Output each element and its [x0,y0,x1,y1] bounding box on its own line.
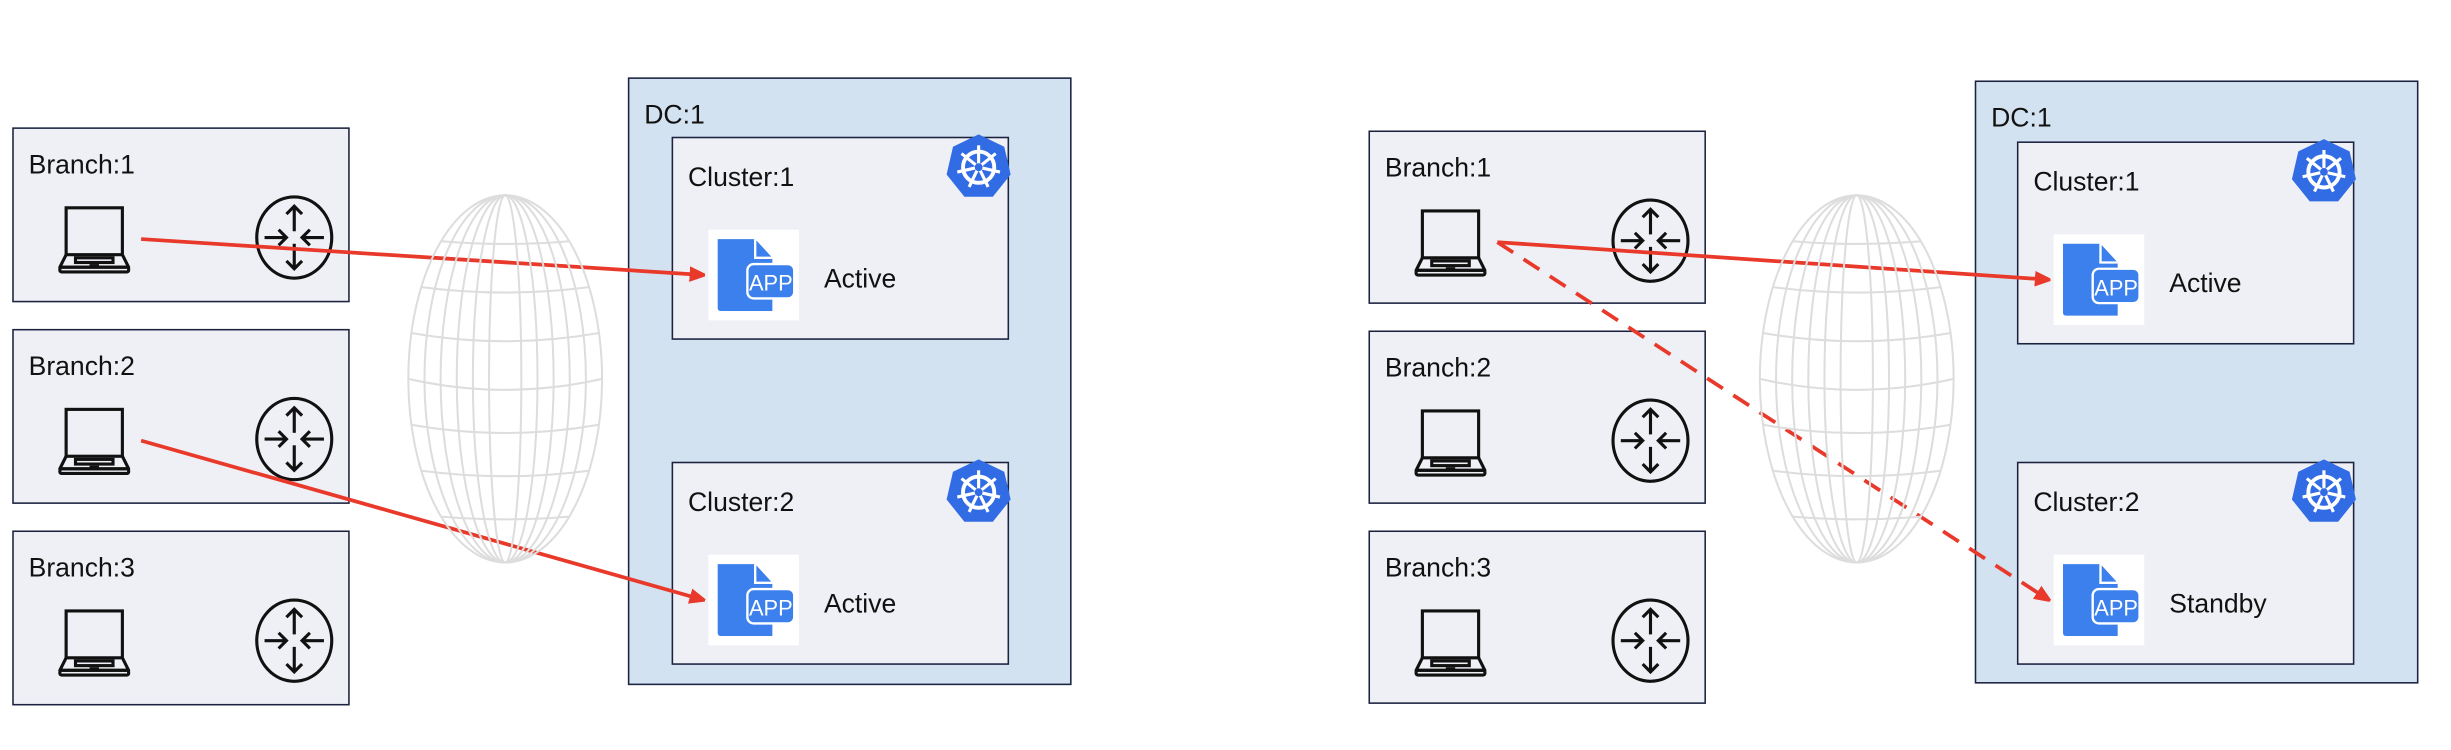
app-label: APP [749,596,793,621]
kubernetes-icon [2291,139,2356,202]
branch-label: Branch:2 [1385,353,1491,383]
laptop-icon [1414,409,1487,477]
branch-box: Branch:3 [1368,530,1706,704]
cluster-label: Cluster:1 [688,162,794,192]
cluster-label: Cluster:2 [688,487,794,517]
kubernetes-icon [946,134,1011,197]
router-icon [1611,598,1690,683]
kubernetes-icon [2291,459,2356,522]
datacenter-label: DC:1 [644,99,704,129]
branch-box: Branch:2 [1368,330,1706,504]
laptop-icon [1414,609,1487,677]
globe-icon [407,194,604,564]
app-file-icon: APP [708,554,799,646]
app-label: APP [2094,275,2138,300]
cluster-status: Active [824,589,896,619]
branch-label: Branch:1 [29,149,135,179]
branch-label: Branch:3 [1385,553,1491,583]
datacenter-label: DC:1 [1991,103,2051,133]
cluster-label: Cluster:2 [2033,487,2139,517]
router-icon [255,598,334,683]
cluster-status: Standby [2169,589,2267,619]
branch-box: Branch:3 [12,530,350,706]
active-connection-arrow [1497,240,2049,280]
app-file-icon: APP [2053,234,2145,325]
app-file-icon: APP [2053,554,2145,646]
kubernetes-icon [946,459,1011,522]
branch-box: Branch:2 [12,328,350,504]
laptop-icon [1414,209,1487,277]
router-icon [255,396,334,482]
standby-connection-arrow [1496,240,2049,600]
laptop-icon [58,407,131,475]
app-label: APP [2094,596,2138,621]
laptop-icon [58,609,131,677]
cluster-label: Cluster:1 [2033,167,2139,197]
laptop-icon [58,206,131,274]
cluster-status: Active [2169,268,2241,298]
app-file-icon: APP [708,229,799,321]
branch-box: Branch:1 [1368,130,1706,304]
branch-box: Branch:1 [12,127,350,303]
globe-icon [1758,194,1955,564]
router-icon [1611,398,1690,483]
cluster-status: Active [824,264,896,294]
branch-label: Branch:2 [29,351,135,381]
branch-label: Branch:1 [1385,153,1491,183]
branch-label: Branch:3 [29,553,135,583]
active-connection-arrow [141,237,704,275]
app-label: APP [749,271,793,296]
active-connection-arrow [140,438,704,600]
